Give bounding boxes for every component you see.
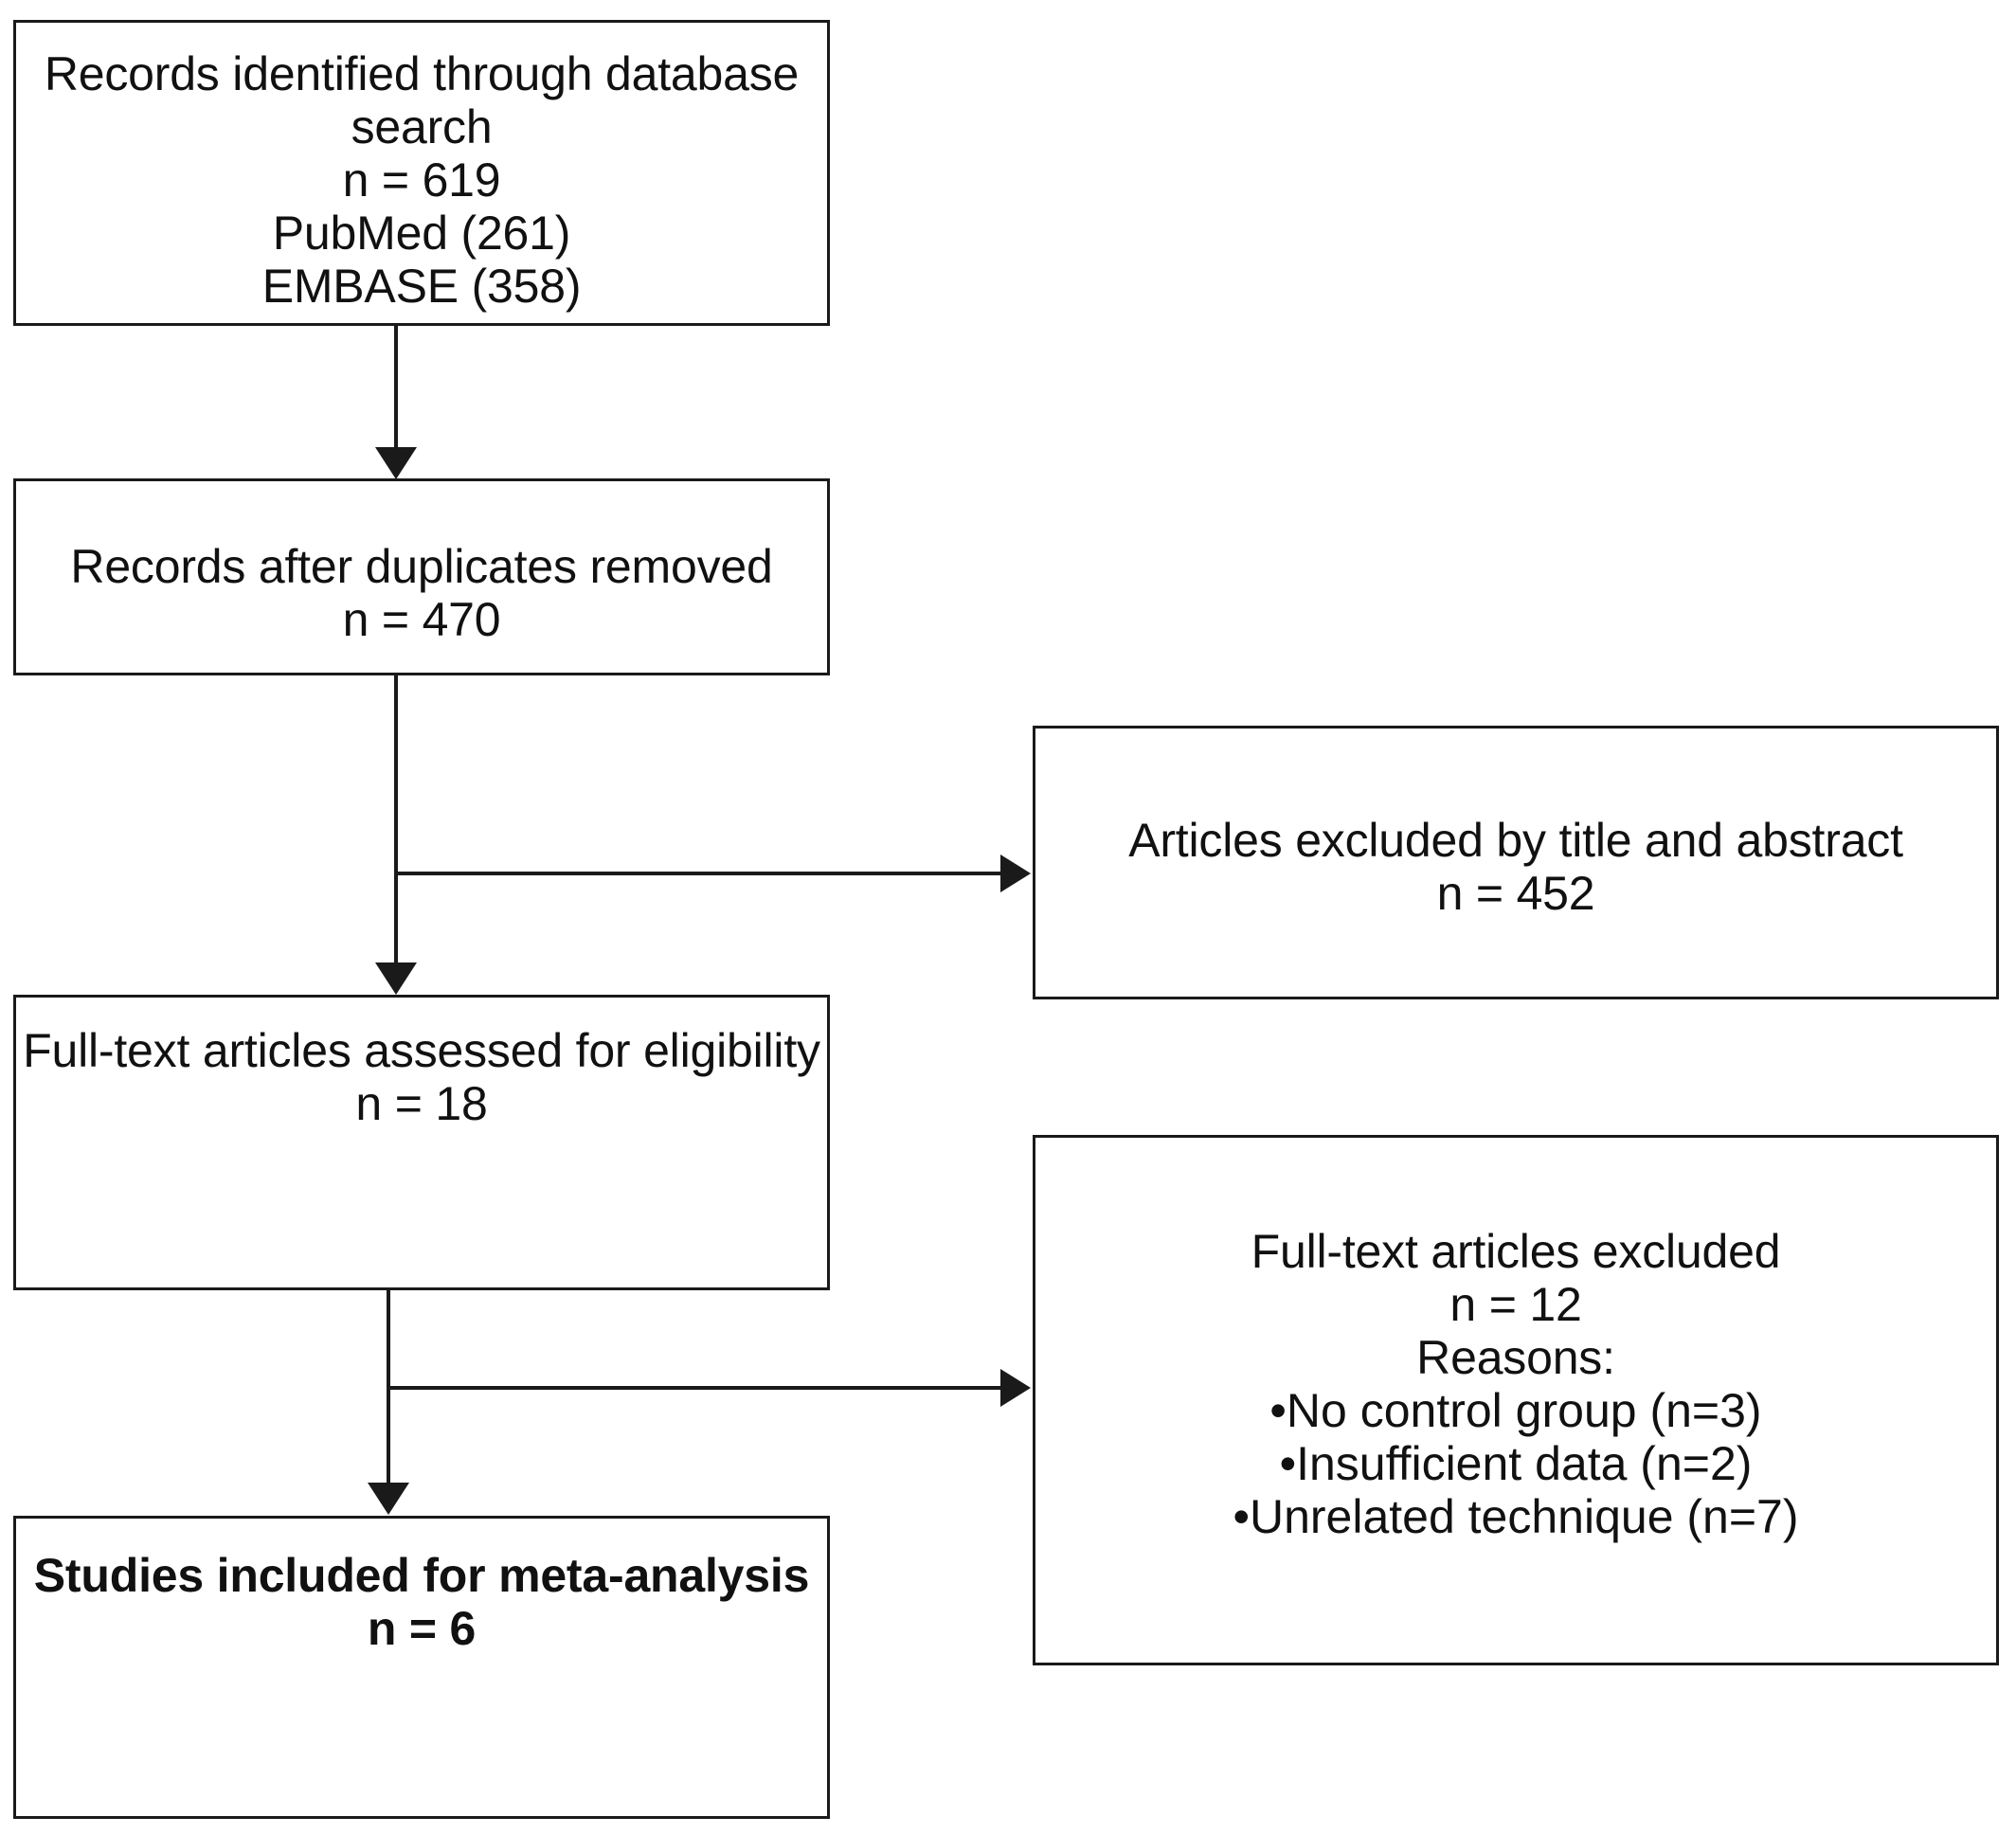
records-identified-embase: EMBASE (358) (261, 260, 582, 313)
fulltext-excluded-reason-2: •Insufficient data (n=2) (1279, 1437, 1753, 1490)
box-studies-included: Studies included for meta-analysis n = 6 (13, 1516, 830, 1819)
arrowhead-fulltext-to-included (368, 1483, 409, 1515)
box-articles-excluded-title-abstract: Articles excluded by title and abstract … (1033, 726, 1999, 999)
connector-to-excluded-fulltext (388, 1386, 1002, 1390)
duplicates-removed-count: n = 470 (342, 593, 501, 646)
fulltext-assessed-label: Full-text articles assessed for eligibil… (23, 1024, 820, 1077)
arrowhead-to-excluded-title-abstract (1000, 855, 1031, 892)
records-identified-line-1: Records identified through database (44, 47, 800, 100)
connector-duplicates-to-fulltext (394, 675, 398, 964)
arrowhead-identified-to-duplicates (375, 447, 417, 479)
fulltext-excluded-label: Full-text articles excluded (1251, 1225, 1781, 1278)
studies-included-count: n = 6 (367, 1602, 477, 1655)
box-records-identified: Records identified through database sear… (13, 20, 830, 326)
records-identified-count: n = 619 (342, 153, 501, 207)
records-identified-line-2: search (351, 100, 493, 153)
fulltext-excluded-reasons-label: Reasons: (1416, 1331, 1615, 1384)
excluded-title-abstract-label: Articles excluded by title and abstract (1128, 814, 1903, 867)
fulltext-excluded-count: n = 12 (1449, 1278, 1582, 1331)
excluded-title-abstract-count: n = 452 (1436, 867, 1595, 920)
fulltext-excluded-reason-3: •Unrelated technique (n=7) (1233, 1490, 1799, 1543)
studies-included-label: Studies included for meta-analysis (33, 1549, 810, 1602)
fulltext-excluded-reason-1: •No control group (n=3) (1269, 1384, 1762, 1437)
connector-to-excluded-title-abstract (396, 872, 1002, 875)
fulltext-assessed-count: n = 18 (355, 1077, 488, 1130)
arrowhead-duplicates-to-fulltext (375, 962, 417, 995)
box-records-after-duplicates: Records after duplicates removed n = 470 (13, 478, 830, 675)
arrowhead-to-excluded-fulltext (1000, 1369, 1031, 1407)
box-fulltext-excluded: Full-text articles excluded n = 12 Reaso… (1033, 1135, 1999, 1665)
duplicates-removed-label: Records after duplicates removed (70, 540, 773, 593)
box-fulltext-assessed: Full-text articles assessed for eligibil… (13, 995, 830, 1290)
connector-identified-to-duplicates (394, 326, 398, 449)
records-identified-pubmed: PubMed (261) (272, 207, 571, 260)
